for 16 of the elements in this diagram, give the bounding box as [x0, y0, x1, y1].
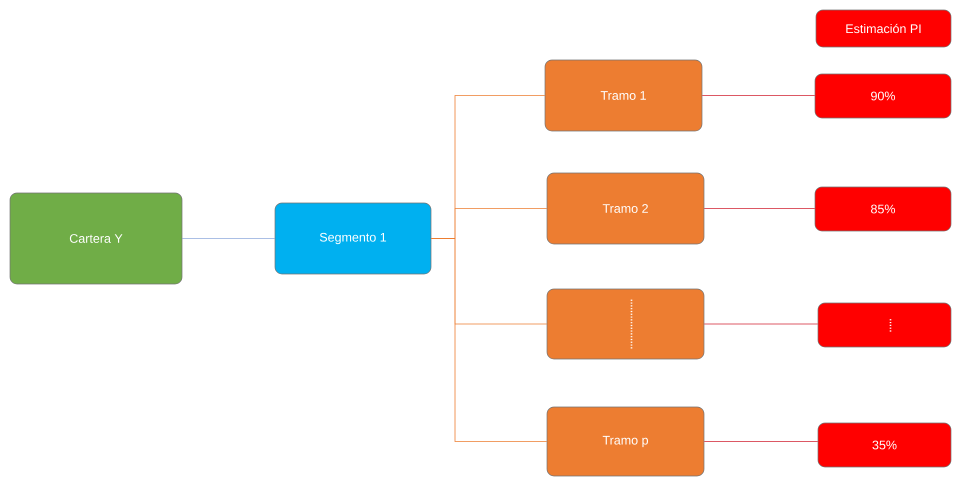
header-box: Estimación PI	[816, 10, 952, 48]
segment-box: Segmento 1	[274, 202, 432, 274]
connector-line	[702, 95, 816, 96]
estimate-box: 85%	[814, 186, 952, 232]
connector-line	[430, 238, 548, 442]
range-box: Tramo 2	[546, 172, 704, 244]
blank-estimate-box	[818, 302, 952, 348]
connector-line	[704, 441, 818, 442]
range-box: Tramo p	[546, 406, 704, 476]
portfolio-box: Cartera Y	[10, 192, 182, 284]
connector-line	[182, 238, 276, 239]
blank-range-box	[546, 288, 704, 360]
connector-line	[704, 208, 816, 209]
estimate-box: 35%	[818, 422, 952, 468]
range-box: Tramo 1	[544, 60, 702, 132]
estimate-box: 90%	[814, 74, 952, 118]
